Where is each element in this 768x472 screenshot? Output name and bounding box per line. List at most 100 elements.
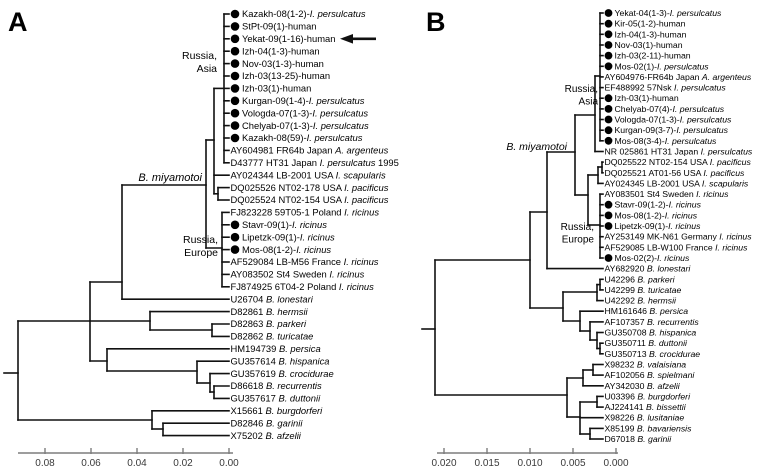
taxon-dot	[230, 46, 240, 56]
scale-tick-label: 0.020	[431, 458, 456, 469]
taxon-label: X75202 B. afzelii	[231, 430, 302, 441]
taxon-label: AY024345 LB-2001 USA I. scapularis	[605, 178, 749, 188]
taxon-label: Kazakh-08(59)-I. persulcatus	[242, 132, 363, 143]
taxon-dot	[604, 30, 613, 39]
clade-label: Russia,	[182, 50, 217, 62]
taxon-label: Stavr-09(1)-I. ricinus	[242, 219, 327, 230]
taxon-dot	[230, 108, 240, 118]
clade-label: Asia	[579, 97, 599, 108]
taxon-label: U42292 B. hermsii	[605, 296, 678, 306]
clade-label: Russia,	[561, 222, 594, 233]
taxon-dot	[604, 9, 613, 17]
taxon-dot	[230, 232, 240, 242]
taxon-label: Mos-02(1)-I. persulcatus	[615, 61, 710, 71]
panel-letter: A	[8, 7, 28, 37]
clade-label: Asia	[197, 63, 218, 75]
scale-tick-label: 0.000	[603, 458, 628, 469]
taxon-label: D43777 HT31 Japan I. persulcatus 1995	[231, 157, 399, 168]
taxon-label: AY604981 FR64b Japan A. argenteus	[231, 145, 389, 156]
taxon-label: AY253149 MK-N61 Germany I. ricinus	[605, 232, 753, 242]
taxon-dot	[230, 22, 240, 31]
taxon-label: FJ874925 6T04-2 Poland I. ricinus	[231, 281, 375, 292]
clade-label: B. miyamotoi	[506, 141, 567, 153]
taxon-label: Mos-08(3-4)-I. persulcatus	[615, 136, 718, 146]
taxon-label: Kazakh-08(1-2)-I. persulcatus	[242, 8, 366, 19]
taxon-label: Kurgan-09(1-4)-I. persulcatus	[242, 95, 365, 106]
taxon-label: Izh-03(1)-human	[615, 93, 679, 103]
taxon-dot	[604, 41, 613, 49]
taxon-label: AF102056 B. spielmani	[605, 370, 696, 380]
taxon-label: D82846 B. garinii	[231, 417, 304, 428]
scale-tick-label: 0.005	[560, 458, 585, 469]
taxon-label: U42299 B. turicatae	[605, 285, 682, 295]
taxon-dot	[230, 34, 240, 44]
taxon-label: Stavr-09(1-2)-I. ricinus	[615, 200, 702, 210]
taxon-label: U26704 B. lonestari	[231, 293, 314, 304]
taxon-label: Izh-04(1-3)-human	[242, 45, 320, 56]
taxon-dot	[604, 115, 613, 124]
taxon-dot	[230, 121, 240, 130]
scale-tick-label: 0.06	[81, 458, 101, 469]
scale-tick-label: 0.04	[127, 458, 147, 469]
taxon-label: Kurgan-09(3-7)-I. persulcatus	[615, 125, 729, 135]
clade-label: Russia,	[183, 234, 218, 246]
taxon-label: Izh-03(13-25)-human	[242, 70, 330, 81]
taxon-label: AY682920 B. lonestari	[605, 264, 692, 274]
taxon-dot	[230, 245, 240, 254]
taxon-label: Lipetzk-09(1)-I. ricinus	[242, 231, 335, 242]
taxon-label: Lipetzk-09(1)-I. ricinus	[615, 221, 702, 231]
taxon-label: X98226 B. lusitaniae	[605, 413, 685, 423]
highlight-arrow-head	[340, 34, 353, 44]
taxon-label: D67018 B. garinii	[605, 434, 673, 444]
taxon-dot	[230, 9, 240, 19]
taxon-label: Vologda-07(1-3)-I. persulcatus	[242, 107, 368, 118]
taxon-label: Mos-02(2)-I. ricinus	[615, 253, 690, 263]
taxon-label: AF529085 LB-W100 France I. ricinus	[605, 242, 749, 252]
taxon-label: GU350708 B. hispanica	[605, 327, 697, 337]
taxon-label: AJ224141 B. bissettii	[605, 402, 687, 412]
taxon-label: DQ025521 AT01-56 USA I. pacificus	[605, 168, 746, 178]
taxon-label: NR 025861 HT31 Japan I. persulcatus	[605, 146, 753, 156]
taxon-label: Mos-08(1-2)-I. ricinus	[615, 210, 698, 220]
taxon-dot	[604, 211, 613, 220]
taxon-label: GU350711 B. duttonii	[605, 338, 689, 348]
taxon-label: Nov-03(1-3)-human	[242, 58, 324, 69]
taxon-dot	[230, 220, 240, 230]
taxon-label: AF107357 B. recurrentis	[605, 317, 700, 327]
taxon-dot	[230, 71, 240, 81]
taxon-dot	[604, 254, 613, 262]
taxon-label: Izh-03(1)-human	[242, 83, 311, 94]
taxon-dot	[604, 94, 613, 103]
taxon-dot	[604, 62, 613, 71]
taxon-label: AY083501 St4 Sweden I. ricinus	[605, 189, 730, 199]
taxon-label: AY083502 St4 Sweden I. ricinus	[231, 269, 365, 280]
clade-label: Europe	[184, 247, 218, 259]
taxon-label: DQ025522 NT02-154 USA I. pacificus	[605, 157, 752, 167]
taxon-dot	[604, 222, 613, 230]
scale-tick-label: 0.010	[517, 458, 542, 469]
taxon-label: Izh-04(1-3)-human	[615, 29, 687, 39]
taxon-label: X15661 B. burgdorferi	[231, 405, 324, 416]
taxon-label: HM161646 B. persica	[605, 306, 689, 316]
taxon-label: StPt-09(1)-human	[242, 21, 317, 32]
taxon-dot	[604, 136, 613, 145]
taxon-label: EF488992 57Nsk I. persulcatus	[605, 83, 727, 93]
taxon-label: Chelyab-07(4)-I. persulcatus	[615, 104, 725, 114]
clade-label: Russia,	[565, 84, 598, 95]
taxon-label: AY604976-FR64b Japan A. argenteus	[605, 72, 752, 82]
clade-label: B. miyamotoi	[138, 172, 202, 184]
taxon-label: GU350713 B. crocidurae	[605, 349, 701, 359]
taxon-label: AY024344 LB-2001 USA I. scapularis	[231, 169, 386, 180]
clade-label: Europe	[562, 235, 595, 246]
panel-letter: B	[426, 7, 446, 37]
panel-a: A Kazakh-08(1-2)-I. persulcatusStPt-09(1)…	[3, 7, 399, 469]
taxon-label: GU357619 B. crocidurae	[231, 368, 334, 379]
taxon-label: GU357617 B. duttonii	[231, 393, 322, 404]
taxon-label: Vologda-07(1-3)-I. persulcatus	[615, 114, 733, 124]
taxon-label: D82863 B. parkeri	[231, 318, 307, 329]
taxon-dot	[230, 84, 240, 93]
taxon-dot	[604, 200, 613, 209]
